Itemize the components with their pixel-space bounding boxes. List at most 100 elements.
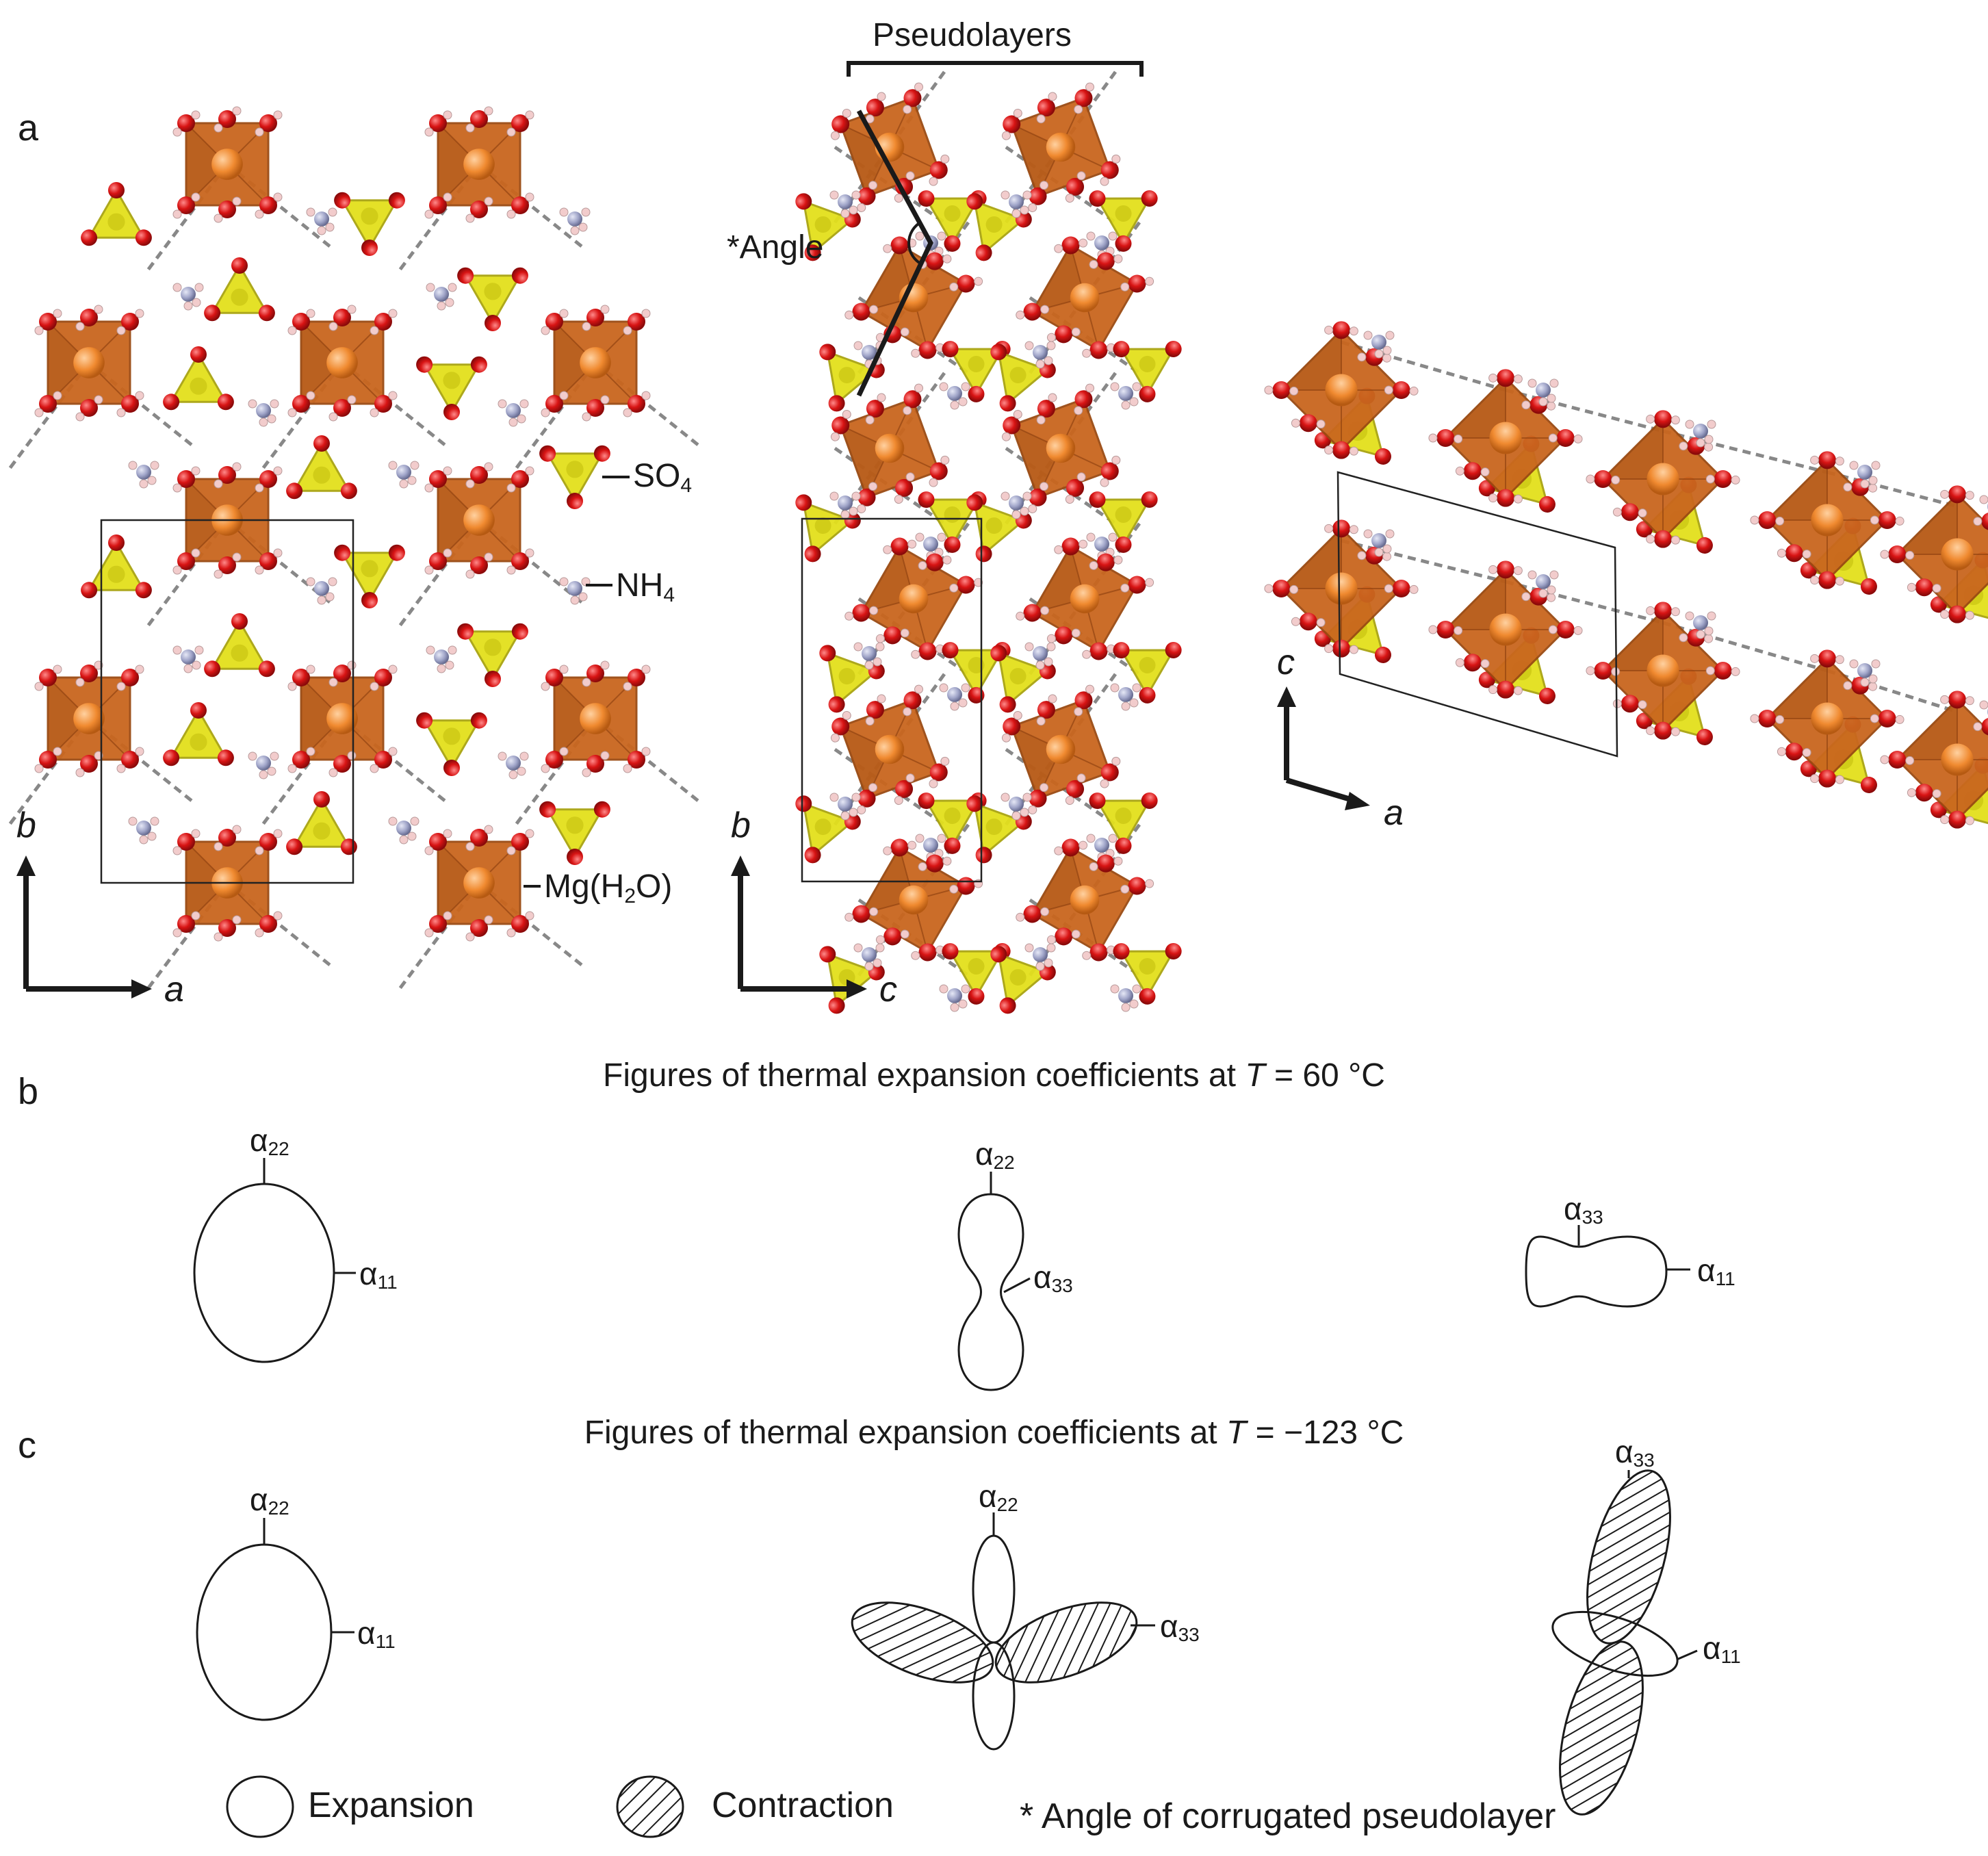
hydrogen-bond — [5, 361, 90, 474]
expansion-figure-c1 — [196, 1543, 333, 1721]
so4-tetrahedron — [990, 946, 1056, 1014]
mg-octahedron — [1750, 649, 1905, 788]
alpha33-tick — [1003, 1277, 1031, 1293]
nh4-ion — [498, 399, 529, 427]
nh4-ion — [128, 461, 159, 489]
hydrogen-bond — [1341, 539, 1506, 584]
so4-tetrahedron — [334, 192, 405, 256]
so4-tetrahedron — [286, 435, 357, 500]
so4-tetrahedron — [1113, 943, 1182, 1005]
angle-label: *Angle — [727, 229, 824, 266]
hydrogen-bond — [478, 519, 583, 604]
hydrogen-bond — [512, 717, 597, 829]
so4-tetrahedron — [81, 182, 152, 246]
mg-octahedron — [1428, 560, 1583, 699]
nh4-ion — [1849, 659, 1881, 687]
mg-octahedron — [287, 660, 398, 777]
so4-tetrahedron — [990, 645, 1056, 713]
axis-arrowhead — [16, 855, 36, 876]
mg-octahedron — [424, 106, 534, 223]
hydrogen-bond — [259, 717, 344, 829]
expansion-figure-b2 — [957, 1193, 1024, 1391]
nh4-ion — [829, 491, 861, 519]
structure-view-bc-plane — [795, 70, 1182, 1014]
axis-label-view2-vertical: b — [731, 805, 751, 845]
nh4-ion — [1527, 570, 1559, 598]
hydrogen-bond — [1029, 597, 1141, 676]
expansion-figure-c2 — [851, 1534, 1138, 1751]
so4-tetrahedron — [163, 346, 234, 411]
mg-octahedron — [844, 537, 983, 660]
hydrogen-bond — [1826, 669, 1958, 714]
alpha11-tick — [1676, 1649, 1698, 1661]
nh4-ion — [1001, 792, 1032, 821]
panel-letter-c: c — [18, 1425, 36, 1466]
nh4-ion — [1024, 642, 1056, 670]
mg-octahedron — [172, 106, 283, 223]
nh4-ion — [1527, 378, 1559, 407]
so4-tetrahedron — [819, 344, 885, 412]
structure-view-ab-plane — [5, 106, 699, 994]
panel-letter-a: a — [18, 107, 39, 149]
alpha-label-b1-22: α22 — [250, 1122, 289, 1159]
mg-octahedron — [830, 684, 950, 814]
hydrogen-bond — [144, 163, 229, 275]
hydrogen-bond — [88, 361, 193, 446]
mg-octahedron — [1001, 684, 1121, 814]
hydrogen-bond — [1005, 747, 1117, 827]
hydrogen-bond — [1029, 898, 1141, 977]
so4-tetrahedron — [1113, 642, 1182, 704]
mg-octahedron — [1750, 451, 1905, 589]
axis-arrowhead — [1277, 686, 1296, 707]
nh4-label: NH4 — [616, 567, 675, 606]
so4-tetrahedron — [204, 257, 275, 322]
axis-label-view1-vertical: b — [16, 805, 36, 845]
axes-view2 — [738, 866, 855, 992]
axis-label-view3-vertical: c — [1277, 643, 1295, 682]
mg-octahedron — [1880, 691, 1988, 829]
mg-octahedron — [34, 660, 144, 777]
alpha-label-b2-33: α33 — [1033, 1259, 1073, 1296]
nh4-ion — [1363, 529, 1395, 557]
hydrogen-bond — [1662, 621, 1828, 673]
axis-label-view3-horizontal: a — [1384, 793, 1404, 833]
alpha-label-c3-33: α33 — [1615, 1434, 1655, 1471]
hydrogen-bond — [594, 361, 699, 446]
hydrogen-bond — [1341, 340, 1506, 392]
nh4-ion — [1110, 683, 1141, 711]
alpha-label-c1-11: α11 — [357, 1615, 396, 1652]
nh4-ion — [939, 683, 970, 711]
nh4-ion — [829, 190, 861, 218]
legend-angle-note: * Angle of corrugated pseudolayer — [1020, 1796, 1556, 1836]
nh4-ion — [172, 645, 204, 673]
hydrogen-bond — [341, 717, 446, 802]
alpha-label-b2-22: α22 — [975, 1136, 1015, 1173]
hydrogen-bond — [88, 717, 193, 802]
hydrogen-bond — [341, 361, 446, 446]
axis-arrowhead — [131, 979, 152, 998]
corrugation-angle-line — [856, 109, 933, 397]
mg-octahedron — [1586, 410, 1740, 548]
nh4-ion — [248, 399, 279, 427]
hydrogen-bond — [512, 361, 597, 474]
nh4-ion — [1110, 984, 1141, 1012]
so4-tetrahedron — [416, 712, 487, 776]
so4-tetrahedron — [457, 623, 528, 687]
so4-tetrahedron — [204, 613, 275, 678]
unit-cell-view3 — [1337, 471, 1618, 758]
alpha-label-c2-33: α33 — [1160, 1608, 1200, 1645]
nh4-ion — [939, 382, 970, 410]
angle-arc — [907, 221, 922, 265]
panel-b-title: Figures of thermal expansion coefficient… — [603, 1057, 1385, 1094]
so4-tetrahedron — [990, 344, 1056, 412]
axis-label-view1-horizontal: a — [164, 970, 184, 1009]
mg-octahedron — [541, 305, 651, 422]
alpha-label-c1-22: α22 — [250, 1482, 289, 1519]
expansion-figure-b3 — [1525, 1235, 1668, 1308]
alpha-label-b3-11: α11 — [1697, 1252, 1735, 1289]
alpha-label-b1-11: α11 — [359, 1256, 398, 1293]
so4-tetrahedron — [795, 193, 861, 261]
unit-cell-view2 — [801, 517, 983, 883]
so4-tetrahedron — [163, 702, 234, 766]
